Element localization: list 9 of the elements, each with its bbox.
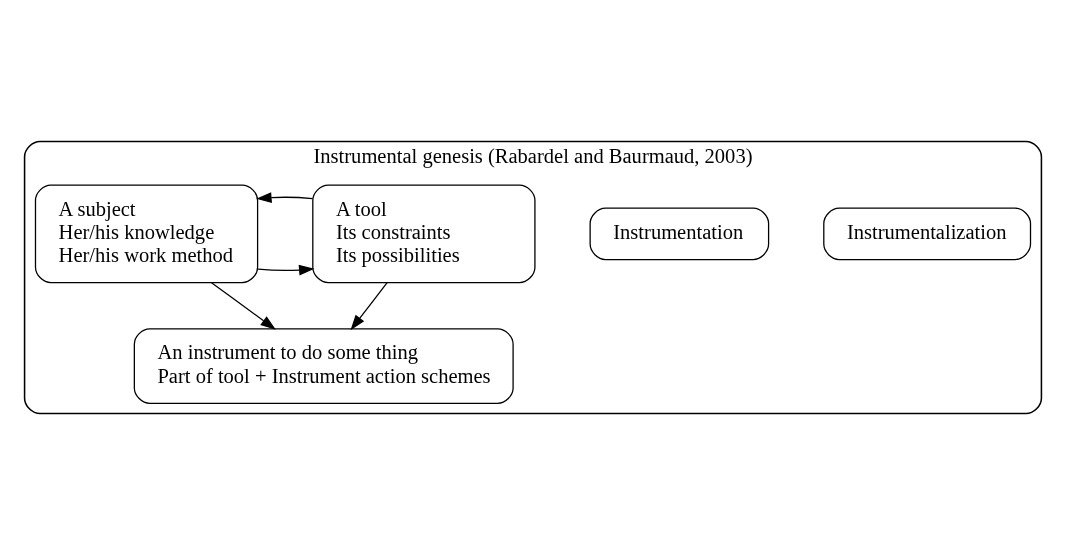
arrow xyxy=(256,191,314,203)
node-box: A subject Her/his knowledge Her/his work method xyxy=(34,183,259,283)
node-box: Instrumentation xyxy=(589,207,770,260)
arrow xyxy=(350,281,388,330)
arrow xyxy=(210,281,276,330)
node-box: Instrumentalization xyxy=(823,207,1032,260)
arrow xyxy=(257,264,315,275)
node-box: A tool Its constraints Its possibilities xyxy=(312,183,536,283)
node-box: An instrument to do some thing Part of tool + Instrument action schemes xyxy=(133,327,514,404)
